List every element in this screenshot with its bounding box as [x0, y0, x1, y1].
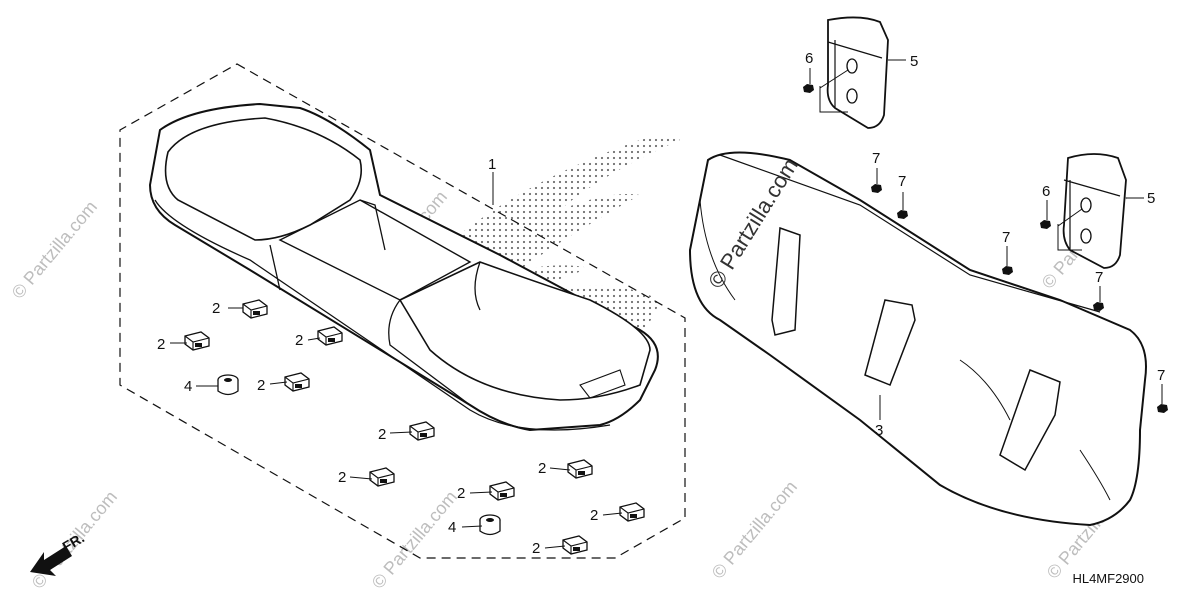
- callout-clip: 2: [378, 426, 386, 443]
- clip-part[interactable]: [317, 326, 343, 346]
- kit-outline: [119, 63, 686, 559]
- callout-headrest: 5: [1147, 190, 1155, 207]
- front-arrow-icon: [30, 546, 72, 576]
- callout-clip: 2: [157, 336, 165, 353]
- callout-back-screw: 7: [898, 173, 906, 190]
- callout-labels-right: 6 5 6 5 7 7 7 7 7 3: [805, 50, 1165, 439]
- callout-clip: 2: [590, 507, 598, 524]
- callout-clip: 2: [338, 469, 346, 486]
- back-pad[interactable]: [688, 151, 1147, 527]
- clip-part[interactable]: [184, 331, 210, 351]
- callout-clip: 2: [295, 332, 303, 349]
- callout-clip: 2: [212, 300, 220, 317]
- back-screw[interactable]: [1157, 404, 1168, 413]
- headrest-bolt[interactable]: [1040, 220, 1051, 229]
- clip-part[interactable]: [619, 502, 645, 522]
- clip-part[interactable]: [242, 299, 268, 319]
- callout-clip: 2: [457, 485, 465, 502]
- callout-clip: 2: [257, 377, 265, 394]
- clip-part[interactable]: [284, 372, 310, 392]
- callout-back-pad: 3: [875, 422, 883, 439]
- callout-headrest-bolt: 6: [1042, 183, 1050, 200]
- back-screw[interactable]: [1002, 266, 1013, 275]
- seat-assembly[interactable]: [148, 102, 659, 432]
- clip-part[interactable]: [567, 459, 593, 479]
- callouts-right: [809, 59, 1163, 420]
- callout-headrest-bolt: 6: [805, 50, 813, 67]
- watermark-text: © Partzilla.com: [368, 487, 461, 593]
- grommet-part[interactable]: [217, 374, 239, 396]
- back-screw[interactable]: [897, 210, 908, 219]
- grommet-part[interactable]: [479, 514, 501, 536]
- clip-part[interactable]: [369, 467, 395, 487]
- back-screw[interactable]: [871, 184, 882, 193]
- callout-headrest: 5: [910, 53, 918, 70]
- callout-seat-assy: 1: [488, 156, 496, 173]
- callout-clip: 2: [532, 540, 540, 557]
- clip-part[interactable]: [562, 535, 588, 555]
- watermark-text: © Partzilla.com: [708, 477, 801, 583]
- callout-back-screw: 7: [1095, 269, 1103, 286]
- callout-grommet: 4: [448, 519, 456, 536]
- diagram-code: HL4MF2900: [1072, 571, 1144, 586]
- callouts-left: [170, 172, 623, 549]
- headrest-upper[interactable]: [826, 16, 889, 129]
- back-screw[interactable]: [1093, 302, 1104, 311]
- headrest-bolt[interactable]: [803, 84, 814, 93]
- callout-back-screw: 7: [872, 150, 880, 167]
- clip-part[interactable]: [409, 421, 435, 441]
- callout-labels-left: 1 2 2 2 4 2 2 2 2 2 2 4 2: [157, 156, 598, 557]
- callout-grommet: 4: [184, 378, 192, 395]
- watermark-text: © Partzilla.com: [8, 197, 101, 303]
- headrest-lower[interactable]: [1062, 153, 1127, 269]
- clip-part[interactable]: [489, 481, 515, 501]
- callout-back-screw: 7: [1002, 229, 1010, 246]
- callout-back-screw: 7: [1157, 367, 1165, 384]
- callout-clip: 2: [538, 460, 546, 477]
